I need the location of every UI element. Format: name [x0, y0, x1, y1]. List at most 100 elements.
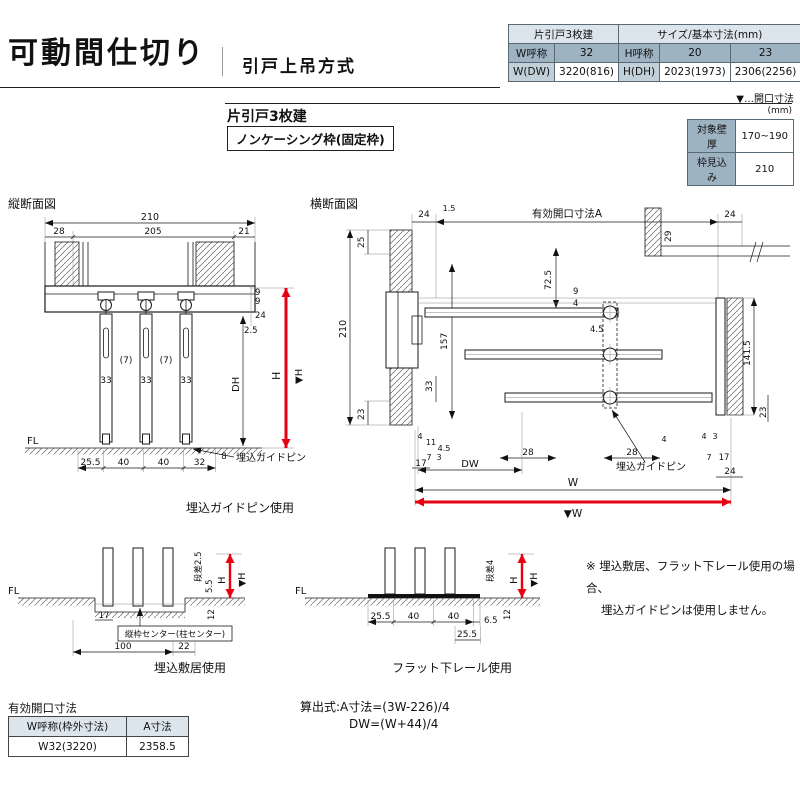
dim-label: 205: [144, 227, 161, 237]
header-rule: [0, 87, 500, 88]
size-table-cell: 23: [729, 43, 800, 63]
dim-label: 11: [426, 438, 436, 447]
dim-label: 7: [706, 453, 711, 462]
formula-line1: 算出式:A寸法=(3W-226)/4: [300, 700, 450, 714]
flat-rail-detail-drawing: FL 段差4 H ▼H 12 25.5 40 40 6.5 25.5 フラット下…: [295, 547, 540, 675]
dim-label-step: 段差2.5: [193, 551, 204, 582]
dim-label: 157: [440, 333, 450, 350]
size-table-cell: H(DH): [618, 62, 661, 82]
dim-label: (7): [120, 356, 133, 366]
spec-unit-label: (mm): [767, 106, 792, 116]
section-title: 片引戸3枚建: [227, 109, 307, 125]
usage-note: ※ 埋込敷居、フラット下レール使用の場合、 埋込ガイドピンは使用しません。: [586, 556, 800, 622]
floor-level-label: FL: [295, 586, 307, 597]
size-table-cell: 2306(2256): [729, 62, 800, 82]
section-rule: [225, 103, 792, 104]
opening-table-title: 有効開口寸法: [8, 701, 77, 715]
dim-label: 23: [357, 409, 367, 420]
dim-label-h-open: ▼H: [237, 573, 248, 587]
dim-label: 40: [118, 458, 130, 468]
dim-label: 24: [418, 210, 430, 220]
opening-table-cell: W32(3220): [8, 736, 127, 757]
dim-label: 28: [522, 448, 534, 458]
dim-label-h-open: ▼H: [294, 369, 305, 384]
usage-note-line2: 埋込ガイドピンは使用しません。: [601, 602, 774, 617]
dim-label: 33: [100, 376, 111, 386]
dim-label: 2.5: [244, 326, 258, 336]
size-table-cell: W(DW): [507, 62, 556, 82]
spec-table-cell: 対象壁厚: [687, 119, 737, 153]
dim-label: 9: [255, 288, 260, 298]
hanger-rollers: [97, 291, 195, 314]
dim-label: 72.5: [544, 270, 554, 290]
vertical-section-caption: 埋込ガイドピン使用: [186, 500, 294, 515]
dim-label: 28: [53, 227, 65, 237]
guide-pin-label: 埋込ガイドピン: [616, 461, 686, 473]
size-table: 片引戸3枚建 サイズ/基本寸法(mm) W呼称 32 H呼称 20 23 W(D…: [507, 24, 800, 82]
door-panels-plan: [424, 307, 713, 403]
dim-label: 141.5: [743, 340, 753, 366]
frame-center-label: 縦枠センター(柱センター): [125, 629, 225, 640]
dim-label: 5.5: [205, 579, 215, 593]
dim-label: 33: [180, 376, 191, 386]
dim-label: 4: [417, 432, 422, 441]
dim-label: 4: [661, 435, 666, 444]
size-table-cell: 32: [554, 43, 620, 63]
size-table-cell: H呼称: [618, 43, 661, 63]
dim-label: 25.5: [457, 630, 477, 640]
frame-type-box: ノンケーシング枠(固定枠): [227, 126, 394, 151]
dim-label: 24: [724, 210, 736, 220]
dim-label: 29: [664, 230, 674, 242]
sill-detail-caption: 埋込敷居使用: [154, 660, 226, 675]
opening-table-header: A寸法: [126, 716, 189, 737]
dim-label: 25.5: [370, 612, 390, 622]
dim-label: 25: [357, 237, 367, 248]
effective-opening-label: 有効開口寸法A: [532, 207, 603, 220]
page-title: 可動間仕切り: [8, 36, 206, 71]
dim-label: 1.5: [443, 204, 456, 213]
dim-label-dh: DH: [231, 377, 242, 392]
dim-label: (7): [160, 356, 173, 366]
size-table-cell: 2023(1973): [659, 62, 731, 82]
dim-label: 9: [255, 297, 260, 307]
spec-table-cell: 210: [735, 152, 794, 186]
dim-label: 33: [140, 376, 151, 386]
dim-label: 28: [626, 448, 638, 458]
floor-level-label: FL: [8, 586, 20, 597]
size-table-cell: 20: [659, 43, 731, 63]
dim-label-h: H: [270, 372, 283, 380]
dim-label: 21: [238, 227, 249, 237]
dim-label: 12: [503, 609, 513, 620]
size-table-cell: サイズ/基本寸法(mm): [618, 24, 800, 44]
dim-label-w-open: ▼W: [564, 508, 583, 520]
flat-rail-caption: フラット下レール使用: [392, 660, 512, 675]
opening-table-header: W呼称(枠外寸法): [8, 716, 127, 737]
dim-label: 6.5: [484, 616, 498, 626]
floor-level-label: FL: [27, 436, 39, 447]
size-table-cell: 片引戸3枚建: [507, 24, 620, 44]
dim-label: 210: [141, 212, 159, 223]
dim-label: 17: [719, 453, 730, 463]
dim-label: 7: [426, 453, 431, 462]
opening-dimension-note: ▼…開口寸法: [736, 94, 794, 105]
dim-label: 25.5: [80, 458, 100, 468]
spec-table-cell: 170~190: [735, 119, 794, 153]
dim-label: 17: [415, 459, 426, 469]
page-subtitle: 引戸上吊方式: [242, 57, 356, 77]
sill-detail-drawing: FL 段差2.5 5.5 H ▼H 12 17 縦枠センター(柱センター) 10…: [8, 547, 248, 675]
dim-label: 8: [221, 452, 226, 462]
guide-pins: [600, 301, 620, 409]
dim-label: 12: [207, 609, 217, 620]
dim-label: 4: [701, 432, 706, 441]
formula-line2: DW=(W+44)/4: [349, 717, 439, 731]
dim-label: 24: [724, 467, 736, 477]
opening-table: W呼称(枠外寸法) A寸法 W32(3220) 2358.5: [8, 716, 189, 757]
dim-label: 40: [448, 612, 460, 622]
dim-label-dw: DW: [461, 459, 479, 470]
dim-label-h: H: [509, 576, 520, 584]
dim-label: 210: [338, 320, 349, 338]
dim-label: 40: [158, 458, 170, 468]
dim-label: 24: [255, 311, 266, 321]
spec-table: 対象壁厚 170~190 枠見込み 210: [687, 119, 794, 186]
